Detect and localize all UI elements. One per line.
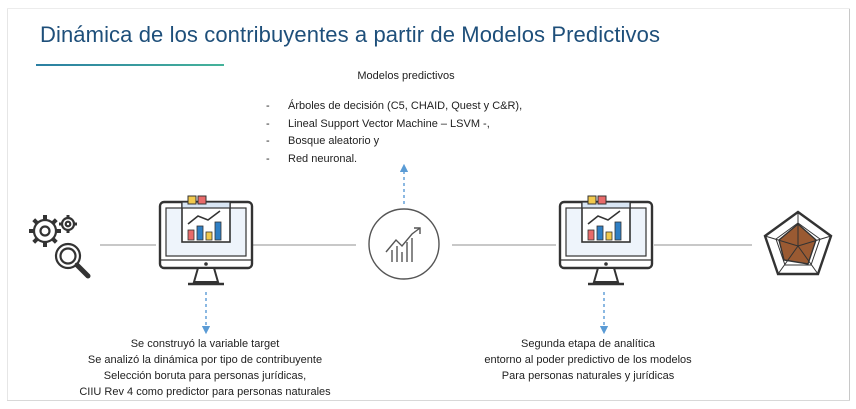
frame-border (7, 400, 850, 401)
radar-chart-icon (763, 210, 833, 276)
model-item-label: Lineal Support Vector Machine – LSVM -, (288, 117, 490, 130)
analytics-monitor-icon (558, 195, 654, 286)
analytics-monitor-icon (158, 195, 254, 286)
note-line: CIIU Rev 4 como predictor para personas … (79, 386, 331, 398)
note-line: Selección boruta para personas jurídicas… (103, 370, 307, 382)
note-line: Se analizó la dinámica por tipo de contr… (87, 354, 323, 366)
model-item: - Lineal Support Vector Machine – LSVM -, (266, 116, 522, 134)
model-item: - Red neuronal. (266, 151, 522, 169)
model-item-label: Red neuronal. (288, 152, 358, 165)
bullet-dash: - (266, 100, 270, 112)
model-item: - Bosque aleatorio y (266, 133, 522, 151)
frame-border (849, 8, 850, 401)
note-line: Segunda etapa de analítica (521, 338, 655, 350)
models-heading: Modelos predictivos (357, 70, 455, 82)
model-item: - Árboles de decisión (C5, CHAID, Quest y… (266, 98, 522, 116)
note-line: Se construyó la variable target (130, 338, 280, 350)
bullet-dash: - (266, 135, 270, 147)
frame-border (7, 8, 850, 9)
model-item-label: Árboles de decisión (C5, CHAID, Quest y … (288, 100, 523, 112)
slide-title: Dinámica de los contribuyentes a partir … (40, 22, 661, 47)
trend-chart-icon (368, 208, 440, 280)
stage-two-notes: Segunda etapa de analítica entorno al po… (440, 336, 736, 384)
model-list: - Árboles de decisión (C5, CHAID, Quest y… (266, 98, 522, 168)
bullet-dash: - (266, 117, 270, 130)
frame-border (7, 8, 8, 401)
stage-one-notes: Se construyó la variable target Se anali… (40, 336, 370, 400)
title-underline (36, 64, 224, 66)
dashed-arrows (201, 163, 609, 335)
note-line: entorno al poder predictivo de los model… (484, 354, 692, 366)
bullet-dash: - (266, 152, 270, 165)
note-line: Para personas naturales y jurídicas (501, 370, 675, 382)
model-item-label: Bosque aleatorio y (288, 135, 380, 147)
gears-magnifier-icon (29, 215, 91, 279)
